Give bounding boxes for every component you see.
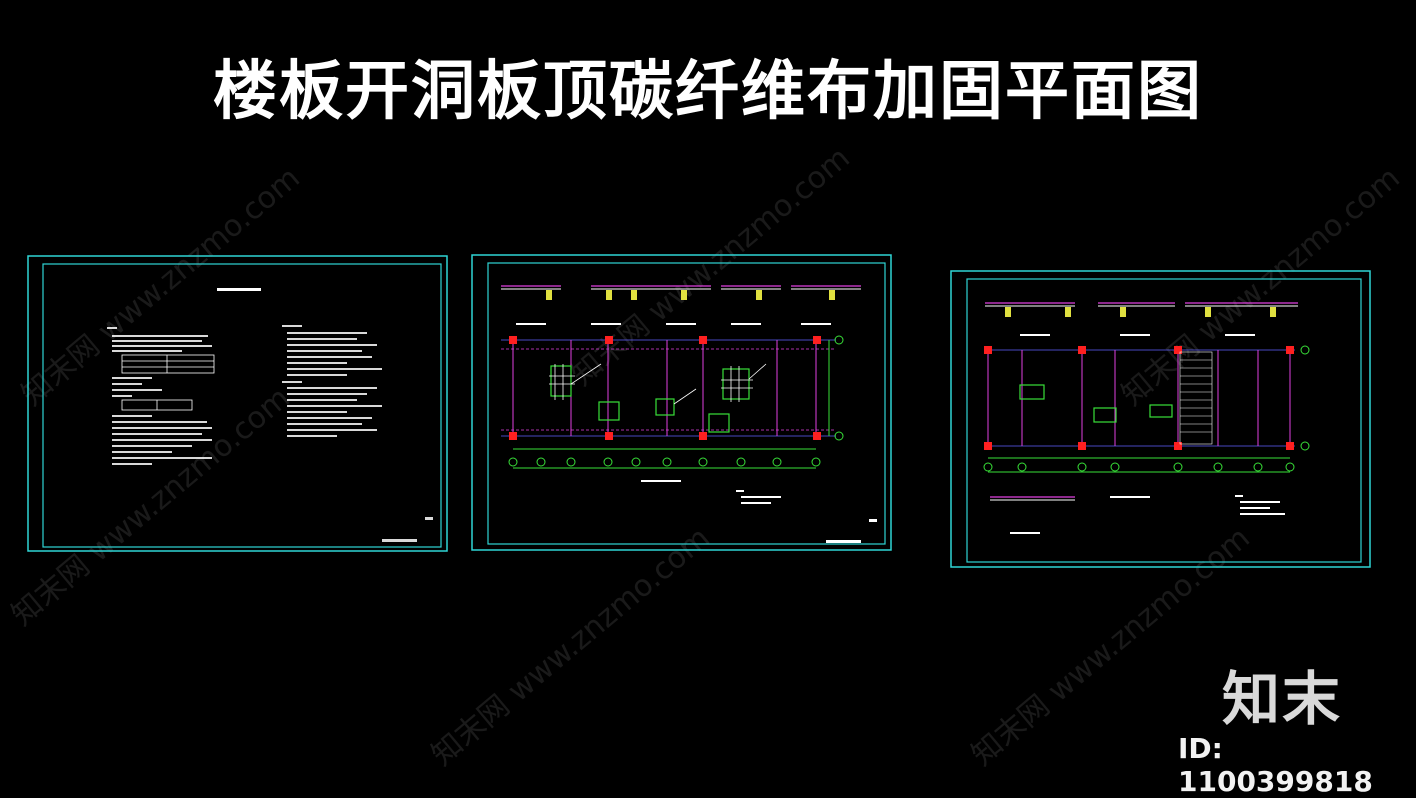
watermark: 知末网 www.znzmo.com (425, 520, 717, 773)
brand-logo: 知末 (1222, 665, 1343, 733)
page-title: 楼板开洞板顶碳纤维布加固平面图 (213, 55, 1203, 129)
id-label: ID: 1100399818 (1178, 732, 1373, 798)
design-notes-sheet (27, 255, 448, 552)
plan-sheet-1 (471, 254, 892, 551)
plan-sheet-2 (950, 270, 1371, 568)
